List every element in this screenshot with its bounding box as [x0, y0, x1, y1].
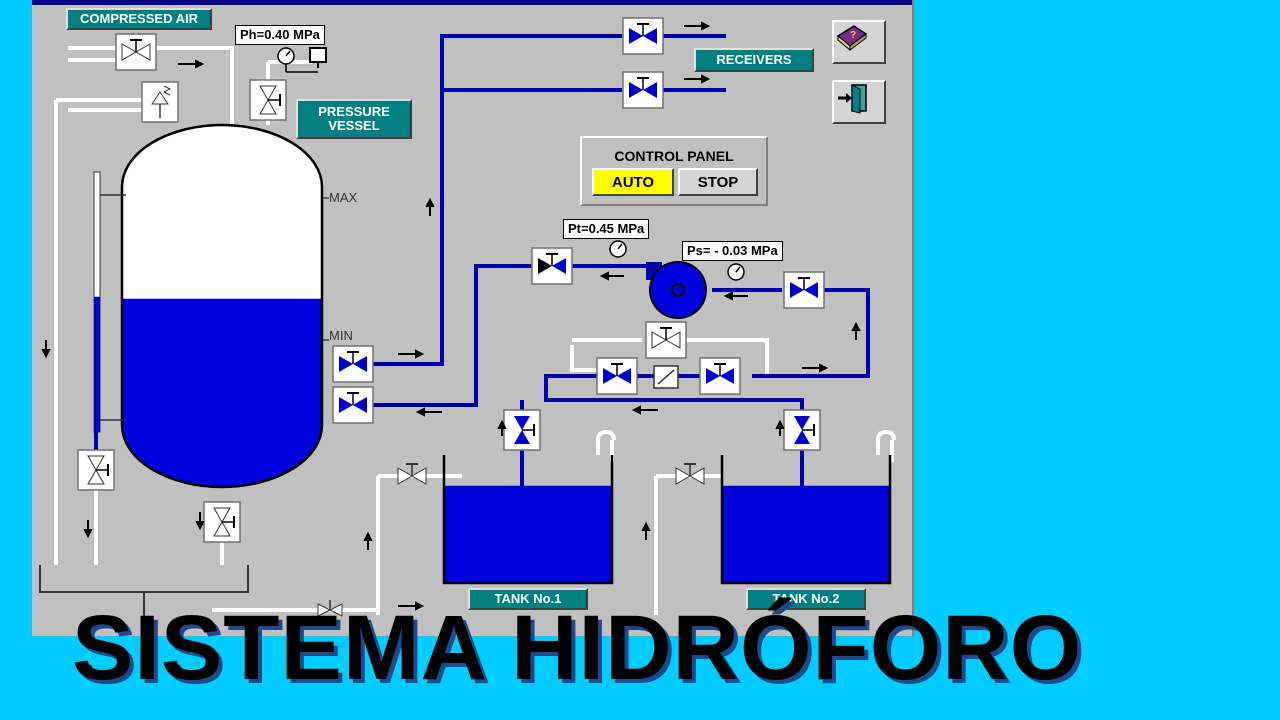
flow-arrows: [41, 21, 861, 611]
pressure-vessel: [120, 123, 324, 489]
pressure-vessel-label-line1: PRESSURE: [318, 103, 390, 119]
suction-pressure-readout: Ps= - 0.03 MPa: [682, 241, 783, 261]
pressure-vessel-label-line2: VESSEL: [328, 118, 380, 133]
max-level-label: MAX: [329, 190, 358, 205]
stop-button[interactable]: STOP: [678, 168, 758, 196]
tank2-label: TANK No.2: [746, 588, 866, 610]
drain-tray: [39, 565, 249, 636]
exit-button[interactable]: [832, 80, 886, 124]
tank2-fill-valve[interactable]: [675, 463, 705, 485]
help-button[interactable]: ?: [832, 20, 886, 64]
tank1-fill-valve[interactable]: [397, 463, 427, 485]
white-pipes: [54, 46, 894, 615]
pump-discharge-valve[interactable]: [531, 247, 573, 285]
tank1-label: TANK No.1: [468, 588, 588, 610]
pump-suction-valve[interactable]: [783, 271, 825, 309]
circulation-pump: [646, 261, 707, 319]
exit-door-icon: [838, 84, 867, 114]
suction-pressure-gauge-icon: [727, 263, 745, 281]
help-book-icon: ?: [836, 25, 868, 52]
blue-pipes: [372, 34, 870, 575]
auto-button[interactable]: AUTO: [592, 168, 674, 196]
receiver-valve-2[interactable]: [622, 71, 664, 109]
video-title-overlay: SISTEMA HIDRÓFORO: [72, 597, 1083, 699]
sight-drain-valve[interactable]: [77, 449, 115, 491]
discharge-pressure-readout: Pt=0.45 MPa: [563, 219, 650, 239]
safety-relief-valve[interactable]: [141, 81, 179, 123]
window-title-bar: [32, 0, 912, 5]
receivers-label: RECEIVERS: [694, 48, 814, 72]
vessel-inlet-valve[interactable]: [332, 386, 374, 424]
control-panel: CONTROL PANEL AUTO STOP: [580, 136, 768, 206]
vessel-water-level: [122, 298, 322, 487]
tank-1: [442, 429, 616, 585]
filter-valve-right[interactable]: [699, 357, 741, 395]
pressure-vessel-label: PRESSURE VESSEL: [296, 99, 412, 139]
discharge-pressure-gauge-icon: [609, 240, 627, 258]
hydro-diagram: [39, 17, 896, 636]
vessel-drain-valve[interactable]: [203, 501, 241, 543]
tank-2: [720, 429, 896, 585]
main-drain-valve[interactable]: [317, 600, 343, 617]
filter-bypass-valve[interactable]: [645, 321, 687, 359]
vessel-pressure-gauge-icon: [277, 47, 295, 65]
scada-window: COMPRESSED AIR RECEIVERS PRESSURE VESSEL…: [32, 0, 914, 636]
air-inlet-valve[interactable]: [115, 33, 157, 71]
vessel-outlet-valve[interactable]: [332, 345, 374, 383]
compressed-air-label: COMPRESSED AIR: [66, 8, 212, 30]
tank1-suction-valve[interactable]: [503, 409, 541, 451]
filter-valve-left[interactable]: [596, 357, 638, 395]
pressure-switch-icon: [285, 47, 327, 73]
tank2-suction-valve[interactable]: [783, 409, 821, 451]
control-panel-title: CONTROL PANEL: [614, 148, 734, 164]
filter: [653, 365, 679, 389]
vessel-pressure-readout: Ph=0.40 MPa: [235, 25, 325, 45]
min-level-label: MIN: [329, 328, 353, 343]
vessel-top-valve[interactable]: [249, 79, 287, 121]
receiver-valve-1[interactable]: [622, 17, 664, 55]
svg-text:?: ?: [850, 30, 856, 41]
